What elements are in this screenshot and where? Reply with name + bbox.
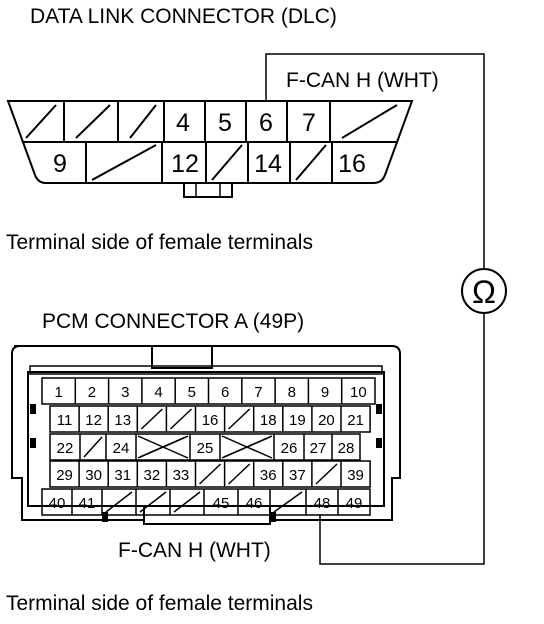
pcm-empty-cell-slash bbox=[273, 491, 303, 513]
pcm-empty-cell-slash bbox=[140, 408, 163, 430]
pcm-pin-7: 7 bbox=[254, 384, 262, 401]
pcm-pin-24: 24 bbox=[113, 440, 130, 457]
pcm-pin-36: 36 bbox=[260, 467, 277, 484]
pcm-empty-cell-slash bbox=[198, 463, 222, 485]
ohm-symbol: Ω bbox=[472, 274, 496, 310]
pcm-housing bbox=[11, 345, 401, 521]
pcm-pin-46: 46 bbox=[246, 495, 263, 512]
dlc-empty-cell-slash bbox=[129, 104, 157, 139]
dlc-wire-label: F-CAN H (WHT) bbox=[286, 69, 439, 92]
pcm-pin-20: 20 bbox=[318, 412, 335, 429]
pcm-pin-2: 2 bbox=[88, 384, 96, 401]
pcm-empty-cell-slash bbox=[228, 463, 251, 485]
dlc-empty-cell-slash bbox=[341, 104, 398, 139]
pcm-pin-31: 31 bbox=[114, 467, 131, 484]
pcm-pin-18: 18 bbox=[260, 412, 277, 429]
pcm-pin-8: 8 bbox=[288, 384, 296, 401]
pcm-pin-22: 22 bbox=[57, 440, 74, 457]
pcm-wire-label: F-CAN H (WHT) bbox=[118, 539, 271, 562]
pcm-empty-cell-slash bbox=[173, 491, 201, 513]
dlc-pin-4: 4 bbox=[176, 109, 190, 137]
pcm-pin-4: 4 bbox=[154, 384, 162, 401]
pcm-pin-39: 39 bbox=[347, 467, 364, 484]
dlc-pin-7: 7 bbox=[302, 109, 316, 137]
test-wire-lower bbox=[319, 314, 485, 565]
pcm-pin-37: 37 bbox=[289, 467, 306, 484]
pcm-empty-cell-slash bbox=[228, 408, 251, 430]
dlc-empty-cell-slash bbox=[75, 104, 111, 139]
pcm-pin-28: 28 bbox=[338, 440, 355, 457]
dlc-empty-cell-slash bbox=[25, 104, 57, 139]
pcm-pin-12: 12 bbox=[85, 412, 102, 429]
pcm-title: PCM CONNECTOR A (49P) bbox=[42, 310, 304, 333]
dlc-empty-cell-slash bbox=[295, 144, 327, 181]
pcm-pin-16: 16 bbox=[202, 412, 219, 429]
pcm-blank-cross bbox=[221, 435, 273, 459]
pcm-row bbox=[49, 433, 361, 461]
pcm-side-label: Terminal side of female terminals bbox=[6, 592, 313, 615]
pcm-pin-5: 5 bbox=[188, 384, 196, 401]
dlc-pin-9: 9 bbox=[53, 150, 67, 178]
pcm-pin-3: 3 bbox=[121, 384, 129, 401]
pcm-pin-30: 30 bbox=[85, 467, 102, 484]
dlc-connector bbox=[6, 100, 414, 198]
test-wire bbox=[265, 53, 485, 268]
pcm-pin-40: 40 bbox=[49, 495, 66, 512]
pcm-pin-1: 1 bbox=[54, 384, 62, 401]
pcm-pin-29: 29 bbox=[56, 467, 73, 484]
pcm-pin-48: 48 bbox=[314, 495, 331, 512]
dlc-empty-cell-slash bbox=[211, 144, 243, 181]
pcm-pin-41: 41 bbox=[79, 495, 96, 512]
pcm-empty-cell-slash bbox=[105, 491, 133, 513]
pcm-pin-33: 33 bbox=[173, 467, 190, 484]
dlc-pin-14: 14 bbox=[254, 150, 282, 178]
dlc-pin-6: 6 bbox=[259, 109, 273, 137]
pcm-row bbox=[41, 488, 371, 516]
ohmmeter-icon bbox=[461, 268, 507, 314]
dlc-outline bbox=[6, 100, 414, 184]
pcm-pin-26: 26 bbox=[281, 440, 298, 457]
dlc-empty-cell-slash bbox=[91, 144, 157, 181]
pcm-empty-cell-slash bbox=[315, 463, 338, 485]
pcm-empty-cell-slash bbox=[83, 436, 103, 458]
pcm-pin-6: 6 bbox=[221, 384, 229, 401]
pcm-pin-25: 25 bbox=[197, 440, 214, 457]
dlc-pin-5: 5 bbox=[218, 109, 232, 137]
dlc-title: DATA LINK CONNECTOR (DLC) bbox=[30, 5, 337, 28]
dlc-key-tab bbox=[183, 182, 233, 198]
pcm-empty-cell-slash bbox=[139, 491, 167, 513]
pcm-row bbox=[49, 405, 371, 433]
pcm-pin-32: 32 bbox=[144, 467, 161, 484]
pcm-pin-13: 13 bbox=[114, 412, 131, 429]
pcm-empty-cell-slash bbox=[169, 408, 193, 430]
pcm-blank-cross bbox=[137, 435, 189, 459]
pcm-pin-19: 19 bbox=[289, 412, 306, 429]
pcm-pin-10: 10 bbox=[350, 384, 367, 401]
pcm-row bbox=[49, 460, 371, 488]
pcm-pin-49: 49 bbox=[346, 495, 363, 512]
pcm-pin-45: 45 bbox=[213, 495, 230, 512]
dlc-pin-16: 16 bbox=[338, 150, 366, 178]
pcm-pin-27: 27 bbox=[310, 440, 327, 457]
pcm-pin-11: 11 bbox=[57, 412, 73, 429]
pcm-pin-21: 21 bbox=[347, 412, 364, 429]
dlc-pin-12: 12 bbox=[171, 150, 199, 178]
dlc-side-label: Terminal side of female terminals bbox=[6, 231, 313, 254]
pcm-pin-9: 9 bbox=[321, 384, 329, 401]
